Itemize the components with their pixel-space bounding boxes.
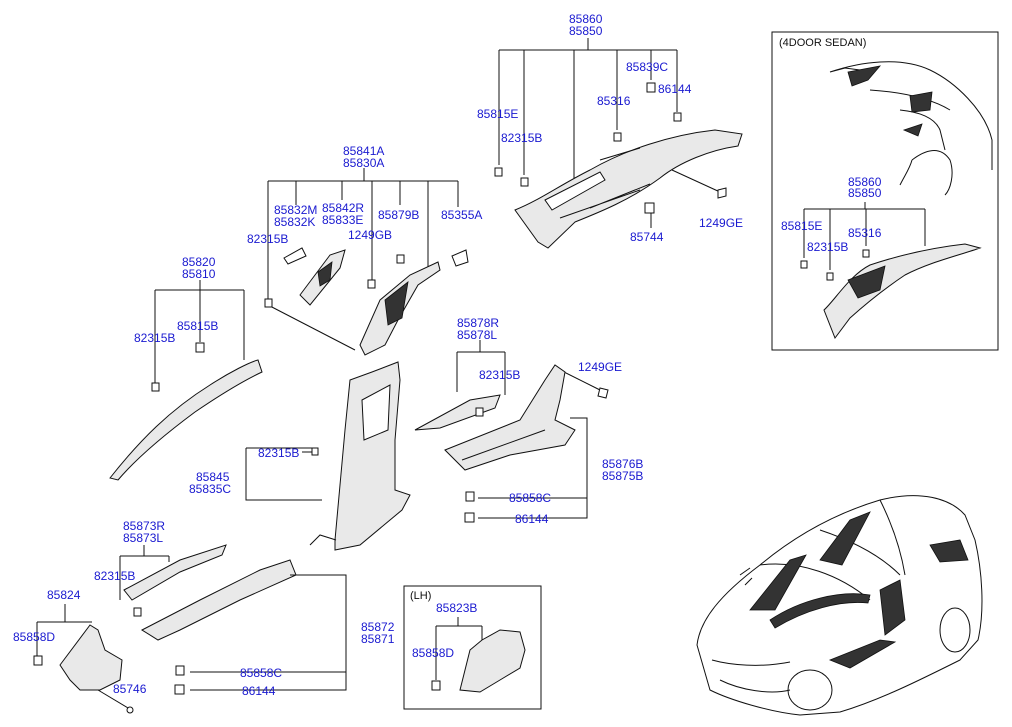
label-85823B: 85823B [436,601,477,615]
label-1249GB: 1249GB [348,228,392,242]
label-85832K: 85832K [274,215,315,229]
lh-box-title: (LH) [410,590,431,602]
label-82315B-a: 82315B [134,331,175,345]
label-85873L: 85873L [123,531,163,545]
label-85858C-right: 85858C [509,491,551,505]
label-82315B-top: 82315B [501,131,542,145]
label-1249GE-top: 1249GE [699,216,743,230]
label-85830A: 85830A [343,156,384,170]
car-illustration [696,495,983,716]
sedan-label-85815E: 85815E [781,219,822,233]
label-82315B-lower: 82315B [258,446,299,460]
sedan-label-85860: 85860 [848,175,882,189]
label-85858D-lh: 85858D [412,646,454,660]
label-85355A: 85355A [441,208,482,222]
label-85824: 85824 [47,588,81,602]
label-85871: 85871 [361,632,395,646]
label-85841A: 85841A [343,144,384,158]
label-85876B: 85876B [602,457,643,471]
sedan-label-85316: 85316 [848,226,882,240]
label-85878R: 85878R [457,316,499,330]
label-85316: 85316 [597,94,631,108]
label-82315B-upper: 82315B [247,232,288,246]
label-86144-right: 86144 [515,512,549,526]
rear-pillar-group: 85860 85850 85839C 86144 85815E 85316 82… [477,12,743,249]
front-sill-group: 85873R 85873L 82315B 85872 85871 85858C … [94,519,395,698]
b-pillar-lower-group: 82315B 85845 85835C [189,361,411,551]
label-85879B: 85879B [378,208,419,222]
label-85850: 85850 [569,24,603,38]
kick-panel-group: 85824 85858D 85746 [13,588,147,714]
label-85839C: 85839C [626,60,668,74]
label-82315B-front: 82315B [94,569,135,583]
label-85875B: 85875B [602,469,643,483]
label-85860: 85860 [569,12,603,26]
label-85858D: 85858D [13,630,55,644]
label-85820: 85820 [182,255,216,269]
label-86144-top: 86144 [658,82,692,96]
label-1249GE-mid: 1249GE [578,360,622,374]
a-pillar-group: 85820 85810 82315B 85815B [109,255,263,481]
label-85878L: 85878L [457,328,497,342]
label-85833E: 85833E [322,213,363,227]
label-86144-bottom: 86144 [242,684,276,698]
label-85858C-bottom: 85858C [240,666,282,680]
sedan-label-82315B: 82315B [807,240,848,254]
b-pillar-upper-group: 85841A 85830A 85832M 85832K 85842R 85833… [247,144,482,356]
label-85815E: 85815E [477,107,518,121]
label-85832M: 85832M [274,203,317,217]
label-85815B: 85815B [177,319,218,333]
label-85872: 85872 [361,620,395,634]
label-85845: 85845 [196,470,230,484]
label-85746: 85746 [113,682,147,696]
sedan-label-85850: 85850 [848,186,882,200]
label-85835C: 85835C [189,482,231,496]
label-85842R: 85842R [322,201,364,215]
sedan-box-title: (4DOOR SEDAN) [779,37,866,49]
lh-inset: (LH) 85823B 85858D [403,585,542,710]
label-85873R: 85873R [123,519,165,533]
sedan-inset: (4DOOR SEDAN) 85860 85850 85815E 82315B … [771,31,999,351]
label-82315B-center: 82315B [479,368,520,382]
label-85810: 85810 [182,267,216,281]
center-sill-group: 85878R 85878L 82315B 1249GE 85876B 85875… [414,316,643,526]
label-85744: 85744 [630,230,664,244]
